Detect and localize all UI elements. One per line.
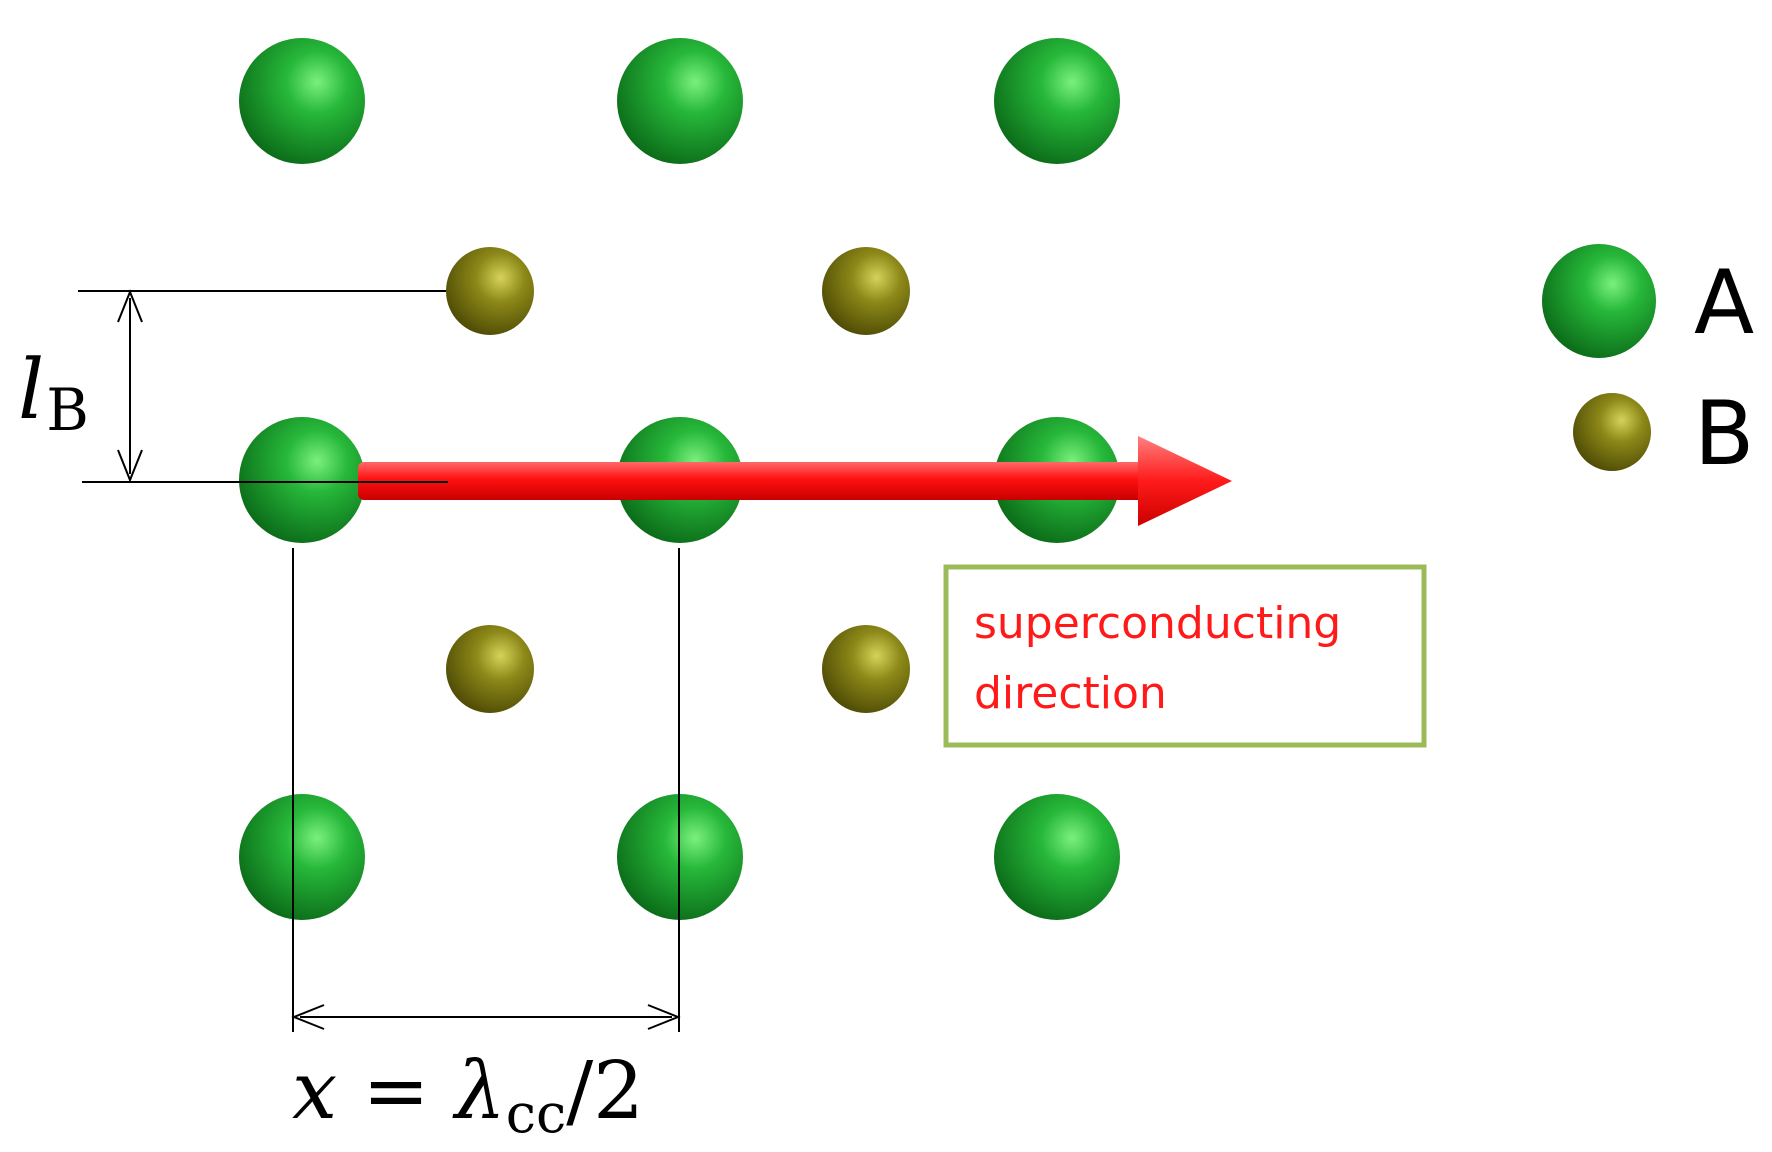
callout-line-1: superconducting [974, 598, 1341, 649]
atom-b [822, 625, 910, 713]
legend: A B [1542, 244, 1754, 485]
arrow-head [1138, 436, 1232, 526]
atom-a [994, 38, 1120, 164]
superconducting-direction-arrow [358, 436, 1232, 526]
x-arrowhead-right [647, 1004, 681, 1030]
legend-swatch-a [1542, 244, 1656, 358]
legend-label-a: A [1694, 251, 1754, 354]
x-arrowhead-left [291, 1004, 325, 1030]
lb-label: lB [18, 343, 89, 444]
atom-b [446, 625, 534, 713]
arrow-shaft [358, 462, 1148, 500]
atom-a [617, 38, 743, 164]
lb-arrowhead-bottom [117, 449, 143, 483]
atom-a [994, 794, 1120, 920]
atom-a [239, 794, 365, 920]
lb-dimension [78, 289, 448, 483]
legend-swatch-b [1573, 393, 1651, 471]
legend-label-b: B [1694, 382, 1754, 485]
atom-b [446, 247, 534, 335]
atom-a [239, 38, 365, 164]
atom-b [822, 247, 910, 335]
atom-a [239, 417, 365, 543]
callout-line-2: direction [974, 668, 1167, 719]
superconducting-direction-callout: superconducting direction [943, 564, 1427, 748]
x-dimension [291, 548, 681, 1032]
x-relation-label: x = λcc/2 [292, 1044, 644, 1145]
callout-box [943, 564, 1427, 748]
lb-arrowhead-top [117, 289, 143, 323]
